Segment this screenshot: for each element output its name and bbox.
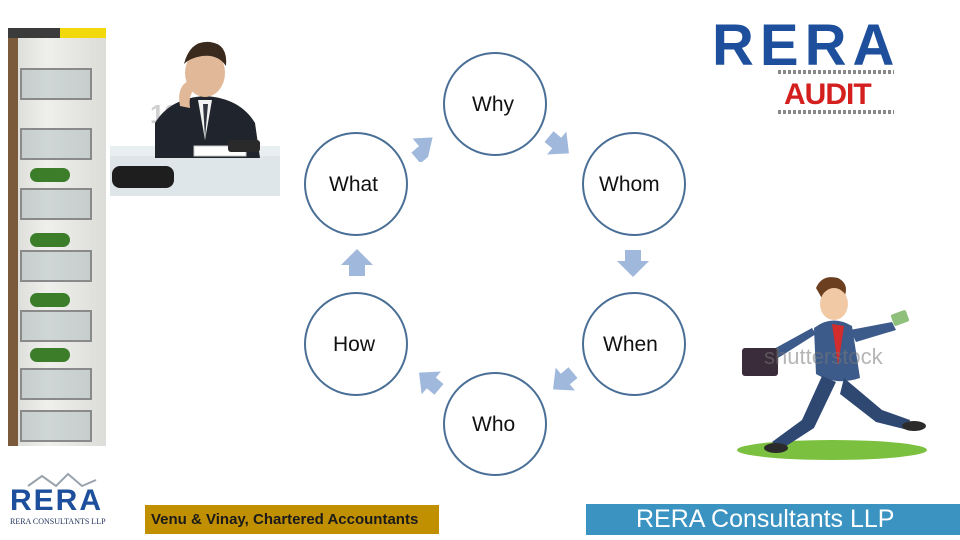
node-whom	[582, 132, 686, 236]
node-how	[304, 292, 408, 396]
running-businessman-image	[732, 270, 932, 470]
node-what	[304, 132, 408, 236]
node-why	[443, 52, 547, 156]
arrow-why-to-whom-icon	[542, 128, 576, 162]
arrow-when-to-who-icon	[546, 364, 580, 398]
node-who	[443, 372, 547, 476]
thinking-man-image: 123RF	[110, 28, 280, 196]
building-image	[8, 28, 106, 446]
rera-bottom-logo-text: RERA	[10, 484, 103, 517]
node-who-label: Who	[472, 413, 516, 436]
arrow-whom-to-when-icon	[616, 248, 650, 278]
node-what-label: What	[329, 173, 379, 196]
audit-logo-text: AUDIT	[784, 78, 872, 111]
footer-right-bar: RERA Consultants LLP	[586, 504, 960, 535]
node-when-label: When	[603, 333, 658, 356]
footer-left-text: Venu & Vinay, Chartered Accountants	[151, 511, 419, 528]
rera-logo-text: RERA	[712, 13, 901, 78]
runner-watermark: shutterstock	[764, 344, 883, 369]
rera-logo-bottom: RERA RERA CONSULTANTS LLP	[8, 468, 116, 530]
footer-right-text: RERA Consultants LLP	[636, 505, 895, 533]
audit-logo: AUDIT	[778, 70, 894, 114]
arrow-how-to-what-icon	[340, 248, 374, 278]
node-when	[582, 292, 686, 396]
node-whom-label: Whom	[599, 173, 660, 196]
node-how-label: How	[333, 333, 376, 356]
rera-logo-top: RERA	[712, 17, 896, 75]
arrow-who-to-how-icon	[412, 364, 446, 398]
rera-bottom-logo-subtext: RERA CONSULTANTS LLP	[10, 517, 106, 526]
footer-left-bar: Venu & Vinay, Chartered Accountants	[145, 505, 439, 534]
arrow-what-to-why-icon	[405, 128, 439, 162]
node-why-label: Why	[472, 93, 514, 116]
